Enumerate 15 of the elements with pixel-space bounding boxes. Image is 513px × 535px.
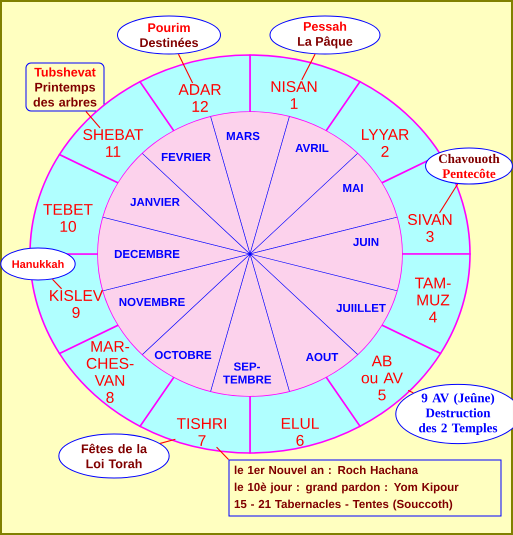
leader-line: [52, 278, 62, 290]
note-box: le 1er Nouvel an : Roch Hachana le 10è jour : grand pardon : Yom Kipour 15 - 21 Tabernacles - Tentes (Souccoth): [228, 460, 502, 516]
leader-line: [178, 54, 194, 84]
month-sector: SEP- TEMBRE: [210, 252, 290, 396]
leader-line: [439, 184, 458, 214]
leader-line: [86, 111, 100, 128]
leader-line: [160, 438, 176, 444]
callout-box: Tubshevat Printemps des arbres: [26, 62, 104, 112]
leader-line: [301, 54, 316, 80]
month-sector: JUIN: [248, 216, 402, 292]
month-sector: DECEMBRE: [98, 216, 252, 292]
leader-line: [216, 446, 229, 460]
month-sector: MARS: [210, 112, 290, 256]
month-sector: NISAN 1: [249, 54, 361, 132]
leader-line: [408, 390, 414, 394]
